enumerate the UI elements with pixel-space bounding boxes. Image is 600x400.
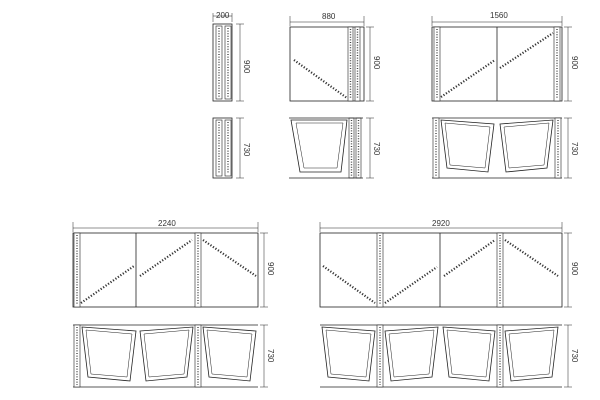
top-view-panel-inner (206, 329, 253, 378)
module-880: 880 900 730 (289, 12, 381, 179)
dimension-line-900: 900 (366, 26, 381, 102)
dimension-label-730: 730 (570, 349, 579, 363)
top-view-panel-inner (508, 329, 555, 378)
module-2240: 2240 900 73 (72, 219, 275, 388)
hinge-strip (553, 26, 561, 102)
dimension-label-730: 730 (372, 142, 381, 156)
top-view-panel-inner (444, 122, 491, 169)
hinge-strip (554, 117, 562, 179)
front-elevation (212, 23, 233, 102)
shelf-diagonal (293, 59, 348, 99)
dimension-label-2240: 2240 (158, 219, 176, 228)
hinge-strip (354, 26, 361, 102)
top-view-panel-inner (446, 329, 492, 378)
dimension-label-1560: 1560 (490, 11, 508, 20)
dimension-line-2920: 2920 (319, 219, 563, 232)
top-view-panel (440, 119, 495, 173)
dimension-label-900: 900 (266, 262, 275, 276)
hinge-strip (433, 26, 441, 102)
dimension-line-1560: 1560 (431, 11, 563, 26)
shelf-diagonal (443, 239, 496, 277)
front-elevation (72, 232, 259, 308)
shelf-diagonal (202, 239, 257, 277)
module-1560: 1560 900 730 (431, 11, 579, 179)
shelf-diagonal (384, 266, 438, 304)
hinge-strip (348, 117, 355, 179)
top-view-panel-inner (388, 329, 435, 378)
dimension-line-200: 200 (212, 11, 233, 22)
dimension-line-730: 730 (564, 324, 579, 388)
top-view-panel (442, 326, 496, 382)
shelf-diagonal (139, 239, 193, 277)
hinge-strip (194, 232, 202, 308)
dimension-line-730: 730 (564, 117, 579, 179)
module-2920: 2920 900 (319, 219, 579, 388)
module-200: 200 900 730 (212, 11, 251, 179)
dimension-label-200: 200 (216, 11, 230, 20)
front-elevation (319, 232, 563, 308)
hinge-strip (432, 117, 440, 179)
top-view-panel-inner (295, 122, 344, 169)
hinge-strip (347, 26, 354, 102)
dimension-line-900: 900 (564, 232, 579, 308)
hinge-strip (496, 232, 504, 308)
dimension-line-880: 880 (289, 12, 365, 26)
hinge-strip (376, 232, 384, 308)
shelf-diagonal (322, 265, 376, 304)
shelf-diagonal (504, 239, 559, 277)
dimension-label-900: 900 (372, 56, 381, 70)
shelf-diagonal (80, 265, 135, 304)
dimension-label-900: 900 (570, 262, 579, 276)
top-view-panel (321, 326, 376, 382)
top-view-panel (202, 326, 257, 382)
dimension-line-730: 730 (366, 117, 381, 179)
hinge-strip (355, 117, 362, 179)
top-view-panel (139, 326, 194, 382)
top-view-panel (504, 326, 559, 382)
top-view-panel-inner (503, 122, 550, 169)
top-view-panel-inner (85, 329, 133, 378)
dimension-label-900: 900 (242, 60, 251, 74)
top-view-panel-inner (143, 329, 190, 378)
dimension-line-900: 900 (564, 26, 579, 102)
dimension-label-730: 730 (242, 143, 251, 157)
dimension-label-880: 880 (322, 12, 336, 21)
dimension-label-2920: 2920 (432, 219, 450, 228)
dimension-label-730: 730 (570, 142, 579, 156)
dimension-line-900: 900 (260, 232, 275, 308)
top-view-panel (81, 326, 137, 382)
dimension-line-2240: 2240 (72, 219, 259, 232)
dimension-line-730: 730 (260, 324, 275, 388)
top-view (212, 117, 233, 179)
shelf-diagonal (440, 59, 496, 98)
dimension-label-900: 900 (570, 56, 579, 70)
hinge-strip (73, 232, 81, 308)
shelf-diagonal (499, 32, 554, 69)
front-elevation (289, 26, 365, 102)
top-view-panel-inner (325, 329, 372, 378)
dimension-line-730: 730 (236, 117, 251, 179)
top-view-panel (499, 119, 554, 173)
dimension-line-900: 900 (236, 23, 251, 102)
top-view-panel (384, 326, 439, 382)
top-view-panel (290, 119, 348, 173)
dimension-label-730: 730 (266, 349, 275, 363)
